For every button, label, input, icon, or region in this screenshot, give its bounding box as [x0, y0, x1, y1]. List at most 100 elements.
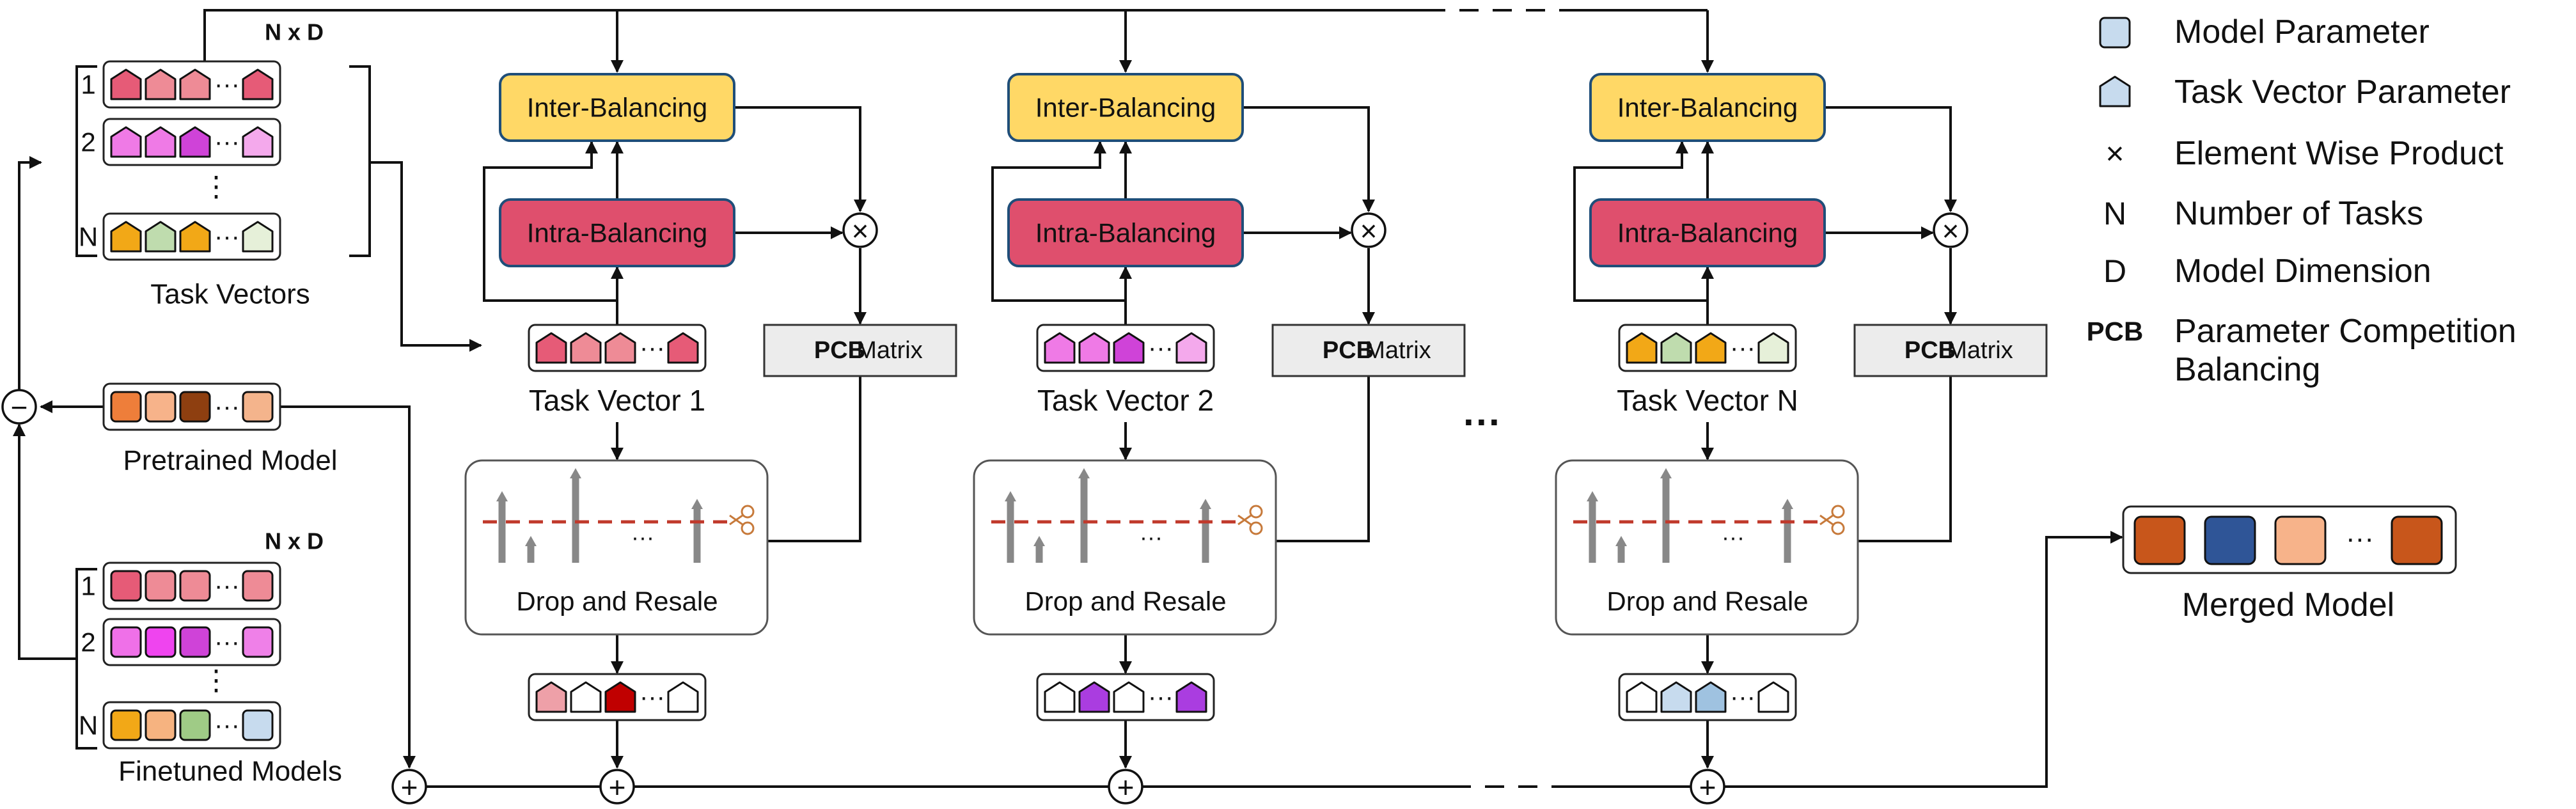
- plus-op-0: [391, 769, 427, 805]
- col3-output-vector-cell: [1757, 681, 1789, 713]
- ft-row-1-ellipsis: ···: [214, 572, 240, 600]
- tv-row-3-cell: [242, 221, 274, 253]
- col1-drop-resale-label: Drop and Resale: [516, 586, 718, 617]
- col2-output-vector-cell: [1078, 681, 1110, 713]
- legend-text-1: Model Parameter: [2174, 13, 2430, 51]
- pretrained-caption: Pretrained Model: [123, 445, 337, 476]
- tv-row-2-cell: [242, 126, 274, 158]
- ft-row-2-cell: [179, 626, 211, 658]
- col2-drop-bar-head: [1033, 536, 1045, 546]
- ft-to-minus-arrow: [13, 423, 77, 660]
- col2-intra-balancing-label: Intra-Balancing: [1035, 218, 1216, 248]
- merged-model-cell: [2391, 515, 2443, 565]
- tv-row-2-cell: [179, 126, 211, 158]
- tv-row-1-cell: [179, 68, 211, 100]
- col3-pcb-matrix-box: [1853, 324, 2048, 377]
- ft-row-number: 1: [81, 571, 95, 601]
- col3-task-vector-label: Task Vector N: [1617, 384, 1798, 417]
- col3-drop-resale-label: Drop and Resale: [1606, 586, 1808, 617]
- col2-task-vector-ellipsis: ···: [1148, 334, 1174, 362]
- tv-row-number: 2: [81, 127, 95, 157]
- tv-row-2-cell: [145, 126, 177, 158]
- col1-output-vector-cell: [667, 681, 699, 713]
- col2-drop-resale-label: Drop and Resale: [1025, 586, 1226, 617]
- col2-product-op: [1351, 212, 1386, 248]
- tv-row-2-cell: [110, 126, 142, 158]
- col2-inter-balancing-label: Inter-Balancing: [1035, 93, 1216, 123]
- col3-intra-balancing-box: [1589, 198, 1826, 267]
- tv-row-1-cell: [110, 68, 142, 100]
- ft-dim-label: N x D: [265, 528, 324, 554]
- ft-row-3-cell: [145, 709, 177, 741]
- ft-row-1-cell: [145, 570, 177, 602]
- ft-row-3-cell: [110, 709, 142, 741]
- legend-text-3: Element Wise Product: [2174, 135, 2504, 172]
- col2-task-vector-cell: [1044, 332, 1076, 364]
- tv-row-3-cell: [179, 221, 211, 253]
- col3-drop-bar-head: [1587, 491, 1598, 501]
- col2-drop-ellipsis: ···: [1140, 524, 1163, 551]
- ft-row-3-cell: [179, 709, 211, 741]
- col2-drop-bar-head: [1005, 491, 1016, 501]
- merged-model-cell: [2133, 515, 2186, 565]
- col2-drop-bar-head: [1200, 499, 1211, 509]
- col1-pcb-matrix-box: [763, 324, 957, 377]
- ft-row-2-cell: [242, 626, 274, 658]
- col2-inter-to-product-line: [1243, 106, 1375, 212]
- tv-row-number: N: [79, 222, 98, 252]
- pretrained-row-ellipsis: ···: [214, 393, 240, 421]
- col2-scissors-icon-blades: [1237, 514, 1252, 526]
- col3-inter-balancing-box: [1589, 73, 1826, 142]
- ft-row-2-cell: [145, 626, 177, 658]
- col3-task-vector-cell: [1757, 332, 1789, 364]
- merged-model-cell: [2204, 515, 2256, 565]
- col3-product-op-symbol: ×: [1942, 214, 1959, 247]
- top-bus-line: [203, 9, 1708, 77]
- tv-row-3-ellipsis: ···: [214, 223, 240, 251]
- ft-row-2-cell: [110, 626, 142, 658]
- tv-right-bracket: [349, 65, 371, 257]
- ft-row-3-ellipsis: ···: [214, 711, 240, 739]
- col1-product-op-symbol: ×: [852, 214, 869, 247]
- col3-pcb-to-drop-arrow: [1825, 376, 1952, 547]
- col1-plus-op-symbol: +: [609, 771, 626, 804]
- legend-pcb-symbol: PCB: [2087, 317, 2144, 347]
- col3-plus-op-symbol: +: [1699, 771, 1716, 804]
- legend-text-6: Parameter Competition: [2174, 313, 2517, 350]
- col3-drop-bar-head: [1615, 536, 1627, 546]
- col1-drop-bar-head: [691, 499, 703, 509]
- col2-pcb-matrix-bold: PCB: [1323, 337, 1374, 364]
- col3-scissors-icon-blades: [1819, 514, 1834, 526]
- col2-output-vector-cell: [1175, 681, 1207, 713]
- col2-output-vector-cell: [1044, 681, 1076, 713]
- col1-task-vector-label: Task Vector 1: [529, 384, 705, 417]
- col1-task-vector-cell: [667, 332, 699, 364]
- col2-scissors-icon-ring: [1249, 521, 1263, 535]
- legend-product-symbol: ×: [2105, 136, 2124, 171]
- col1-pcb-to-drop-arrow: [734, 376, 861, 547]
- col3-task-vector-cell: [1695, 332, 1727, 364]
- col3-inter-balancing-label: Inter-Balancing: [1617, 93, 1798, 123]
- col1-scissors-icon-blades: [729, 514, 743, 526]
- minus-to-tv-arrow: [18, 156, 42, 390]
- col3-plus-op: [1690, 769, 1725, 805]
- ft-row-2-ellipsis: ···: [214, 628, 240, 656]
- col2-plus-op-symbol: +: [1117, 771, 1135, 804]
- legend-model-parameter-icon: [2099, 17, 2131, 49]
- col1-intra-balancing-label: Intra-Balancing: [527, 218, 708, 248]
- col1-task-vector-cell: [570, 332, 602, 364]
- col2-intra-balancing-box: [1007, 198, 1244, 267]
- col2-output-vector-cell: [1113, 681, 1145, 713]
- ft-vdots: ⋮: [202, 665, 230, 696]
- col3-intra-balancing-label: Intra-Balancing: [1617, 218, 1798, 248]
- pretrained-to-plus-arrow: [280, 405, 416, 769]
- col2-task-vector-label: Task Vector 2: [1037, 384, 1214, 417]
- col3-scissors-icon-ring: [1831, 521, 1845, 535]
- col1-tv-loop-to-inter-arrow: [483, 141, 618, 326]
- col3-task-vector-ellipsis: ···: [1730, 334, 1755, 362]
- tv-row-1-cell: [242, 68, 274, 100]
- col3-output-vector-cell: [1695, 681, 1727, 713]
- pretrained-row-cell: [110, 391, 142, 423]
- tv-caption: Task Vectors: [150, 279, 310, 310]
- col2-task-vector-cell: [1113, 332, 1145, 364]
